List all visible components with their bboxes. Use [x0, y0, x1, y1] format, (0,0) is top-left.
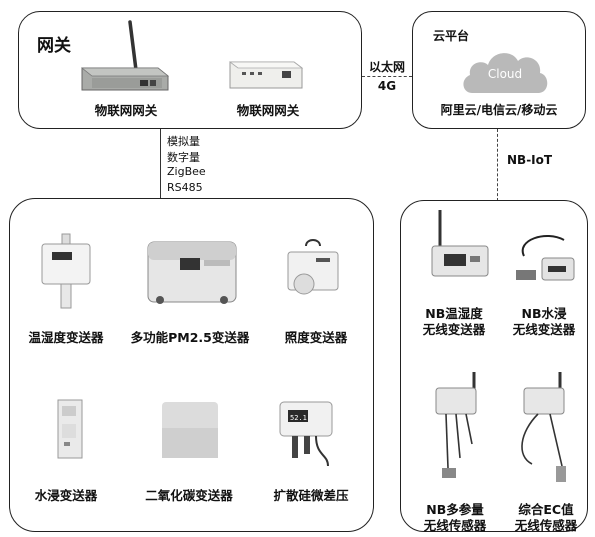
cloud-logo-text: Cloud — [487, 67, 523, 81]
sensor-label-diff-pressure: 扩散硅微差压 — [273, 488, 349, 503]
gateway-device-left-label: 物联网网关 — [94, 103, 158, 118]
link-protocol-label: ZigBee — [167, 165, 206, 178]
cloud-nb-link — [497, 129, 498, 201]
sensor-label-pm25: 多功能PM2.5变送器 — [130, 330, 250, 345]
nb-iot-label: NB-IoT — [507, 153, 553, 167]
gateway-device-image — [228, 61, 304, 89]
sensor-label-water-leak: 水浸变送器 — [34, 488, 98, 503]
cloud-providers-label: 阿里云/电信云/移动云 — [440, 103, 558, 117]
cloud-icon — [463, 53, 548, 93]
nb-water-leak-label-2: 无线变送器 — [512, 322, 576, 337]
nb-temp-humidity-label-1: NB温湿度 — [425, 306, 483, 321]
nb-temp-humidity-image — [431, 210, 489, 277]
cloud-platform-title: 云平台 — [433, 29, 470, 43]
diff-pressure-transmitter-image: 52.1 — [279, 401, 333, 467]
gateway-cloud-link-label-2: 4G — [377, 79, 397, 93]
gateway-cloud-link-label-1: 以太网 — [368, 60, 405, 74]
sensor-label-temp-humidity: 温湿度变送器 — [28, 330, 104, 345]
sensor-label-co2: 二氧化碳变送器 — [145, 488, 233, 503]
nb-water-leak-label-1: NB水浸 — [521, 306, 567, 321]
nb-ec-label-1: 综合EC值 — [518, 502, 574, 517]
illuminance-transmitter-image — [287, 239, 339, 295]
gateway-sensor-link — [160, 129, 161, 199]
gateway-cloud-link — [362, 76, 412, 77]
nb-temp-humidity-label-2: 无线变送器 — [422, 322, 486, 337]
sensor-label-illuminance: 照度变送器 — [284, 330, 348, 345]
water-leak-transmitter-image — [57, 399, 83, 459]
link-protocol-label: RS485 — [167, 181, 203, 194]
temp-humidity-transmitter-image — [41, 233, 91, 309]
gateway-panel — [18, 11, 362, 129]
co2-transmitter-image — [162, 402, 218, 458]
nb-ec-label-2: 无线传感器 — [514, 518, 578, 533]
pm25-transmitter-image — [147, 241, 237, 304]
link-protocol-label: 模拟量 — [167, 135, 200, 148]
link-protocol-label: 数字量 — [167, 151, 200, 164]
gateway-device-right-label: 物联网网关 — [236, 103, 300, 118]
nb-ec-image — [521, 372, 566, 482]
gateway-device-antenna-image — [80, 20, 170, 91]
nb-multi-param-label-2: 无线传感器 — [423, 518, 487, 533]
nb-water-leak-image — [516, 235, 575, 281]
nb-multi-param-label-1: NB多参量 — [426, 502, 484, 517]
pressure-display-value: 52.1 — [290, 414, 307, 422]
nb-multi-param-image — [435, 372, 477, 478]
gateway-title: 网关 — [37, 36, 71, 56]
